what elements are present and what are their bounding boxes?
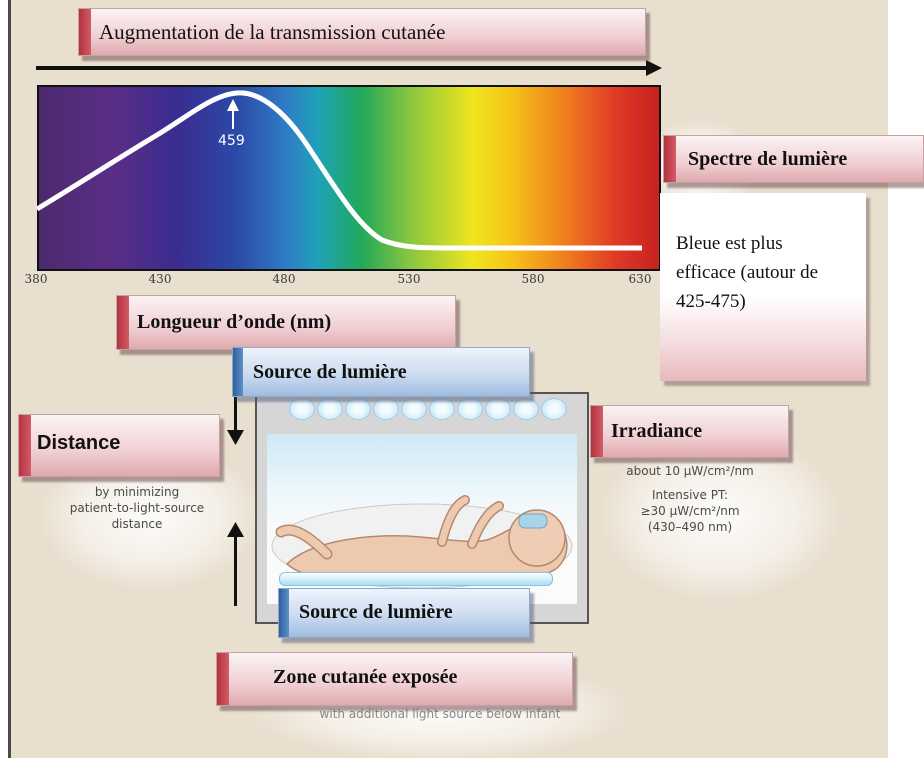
axis-tick: 580 xyxy=(521,272,545,286)
source-top-box: Source de lumière xyxy=(232,347,530,397)
source-bottom-label: Source de lumière xyxy=(299,601,453,623)
distance-arrow-down xyxy=(234,388,237,436)
lamp-bulb xyxy=(345,398,371,420)
spectrum-note: Bleue est plus efficace (autour de 425-4… xyxy=(676,233,819,312)
glow-irradiance xyxy=(600,430,840,600)
source-bottom-ribbon xyxy=(279,589,289,637)
lamp-bulb xyxy=(541,398,567,420)
irradiance-note-line: Intensive PT: xyxy=(651,488,728,502)
distance-ribbon xyxy=(19,415,31,476)
arrow-up-head-icon xyxy=(227,522,244,537)
source-bottom-box: Source de lumière xyxy=(278,588,530,638)
wavelength-ribbon xyxy=(117,296,129,349)
lamp-bulb xyxy=(289,398,315,420)
light-spectrum xyxy=(37,85,661,271)
skin-label: Zone cutanée exposée xyxy=(273,666,458,688)
source-top-label: Source de lumière xyxy=(253,361,407,383)
axis-tick: 530 xyxy=(397,272,421,286)
irradiance-ribbon xyxy=(591,406,603,457)
axis-tick: 630 xyxy=(628,272,652,286)
title-label: Augmentation de la transmission cutanée xyxy=(99,20,446,44)
source-top-ribbon xyxy=(233,348,243,396)
axis-tick: 480 xyxy=(272,272,296,286)
irradiance-note-line: ≥30 μW/cm²/nm xyxy=(640,504,740,518)
lamp-bulb xyxy=(373,398,399,420)
lamp-bulb xyxy=(401,398,427,420)
transmission-arrow xyxy=(36,60,662,76)
lamp-bulb xyxy=(429,398,455,420)
phototherapy-unit xyxy=(255,392,589,624)
axis-tick: 380 xyxy=(24,272,48,286)
irradiance-label: Irradiance xyxy=(611,420,703,442)
arrow-down-head-icon xyxy=(227,430,244,445)
irradiance-label-box: Irradiance xyxy=(590,405,789,458)
spectrum-label: Spectre de lumière xyxy=(688,148,848,170)
absorption-curve xyxy=(37,90,642,251)
irradiance-note-line: (430–490 nm) xyxy=(647,520,733,534)
axis-tick: 430 xyxy=(148,272,172,286)
wavelength-label: Longueur d’onde (nm) xyxy=(137,311,332,333)
irradiance-note-line: about 10 μW/cm²/nm xyxy=(626,464,754,478)
peak-label: 459 xyxy=(218,133,245,149)
spectrum-note-box: Bleue est plus efficace (autour de 425-4… xyxy=(660,193,866,381)
bottom-light-bar xyxy=(279,572,553,586)
distance-arrow-up xyxy=(234,536,237,606)
distance-note: by minimizing patient-to-light-source di… xyxy=(52,484,222,532)
distance-note-line: by minimizing xyxy=(94,485,180,499)
distance-label-box: Distance xyxy=(18,414,220,477)
irradiance-note: about 10 μW/cm²/nm Intensive PT: ≥30 μW/… xyxy=(600,463,780,535)
title-ribbon xyxy=(79,9,91,55)
lamp-bulb xyxy=(317,398,343,420)
skin-ribbon xyxy=(217,653,229,705)
infant-illustration xyxy=(271,495,573,589)
wavelength-label-box: Longueur d’onde (nm) xyxy=(116,295,456,350)
lamp-bulb xyxy=(457,398,483,420)
title-box: Augmentation de la transmission cutanée xyxy=(78,8,646,56)
lamp-bulb xyxy=(485,398,511,420)
distance-label: Distance xyxy=(37,432,121,454)
lamp-bulb xyxy=(513,398,539,420)
distance-note-line: distance xyxy=(111,517,163,531)
skin-note: with additional light source below infan… xyxy=(319,707,561,721)
distance-note-line: patient-to-light-source xyxy=(69,501,205,515)
spectrum-label-box: Spectre de lumière xyxy=(663,135,924,183)
spectrum-label-ribbon xyxy=(664,136,676,182)
skin-label-box: Zone cutanée exposée xyxy=(216,652,573,706)
